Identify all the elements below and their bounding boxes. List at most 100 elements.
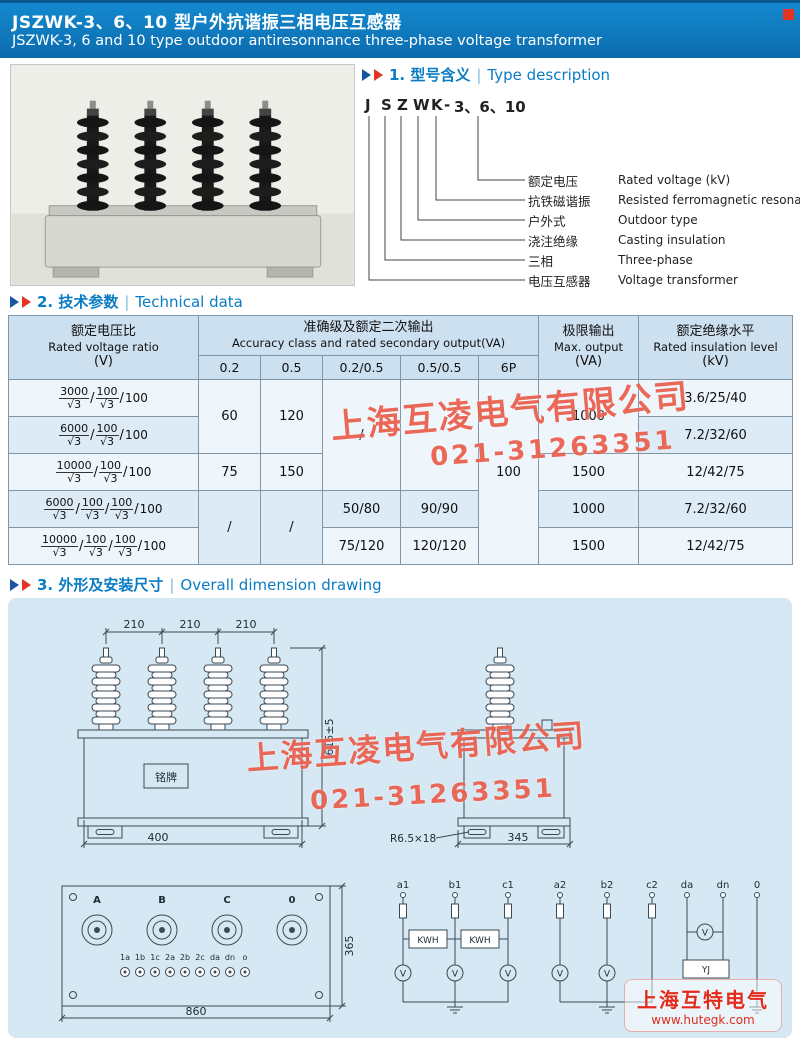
legend-en: Three-phase bbox=[618, 253, 693, 267]
voltmeter-label: V bbox=[557, 970, 564, 980]
type-description-section: 1. 型号含义 | Type description J S Z W K - 3… bbox=[362, 64, 800, 290]
product-photo bbox=[10, 64, 355, 286]
dim-400-label: 400 bbox=[148, 831, 169, 844]
model-letter: K bbox=[431, 96, 443, 114]
table-cell: 150 bbox=[260, 453, 323, 491]
table-cell: / bbox=[260, 490, 323, 565]
wiring-terminal-label: da bbox=[681, 880, 693, 891]
page-header: JSZWK-3、6、10 型户外抗谐振三相电压互感器 JSZWK-3, 6 an… bbox=[0, 0, 800, 58]
heading-separator: | bbox=[169, 575, 175, 594]
model-letter: 3、6、10 bbox=[454, 98, 526, 116]
terminal-label: 1c bbox=[150, 953, 160, 962]
dim-210-label: 210 bbox=[180, 618, 201, 631]
legend-cn: 抗铁磁谐振 bbox=[528, 193, 591, 209]
col-header-accuracy: 准确级及额定二次输出 Accuracy class and rated seco… bbox=[198, 315, 539, 356]
accuracy-subcol: 0.5 bbox=[260, 355, 323, 380]
kwh-meter-label: KWH bbox=[469, 936, 490, 946]
legend-cn: 户外式 bbox=[528, 213, 566, 229]
model-letter: Z bbox=[397, 96, 408, 114]
wiring-terminal-label: a2 bbox=[554, 880, 567, 891]
phase-label: B bbox=[158, 895, 166, 906]
table-cell: 75/120 bbox=[322, 527, 401, 565]
table-cell: 120/120 bbox=[400, 527, 479, 565]
legend-en: Outdoor type bbox=[618, 213, 698, 227]
table-cell: 7.2/32/60 bbox=[638, 490, 793, 528]
brand-name: 上海互特电气 bbox=[637, 988, 769, 1012]
legend-cn: 额定电压 bbox=[528, 173, 579, 189]
legend-en: Voltage transformer bbox=[618, 273, 738, 287]
section2-heading-cn: 2. 技术参数 bbox=[37, 293, 119, 311]
terminal-label: 2a bbox=[165, 953, 175, 962]
table-cell: 120 bbox=[260, 379, 323, 454]
table-cell: 12/42/75 bbox=[638, 527, 793, 565]
heading-arrow-blue-icon bbox=[10, 578, 19, 591]
wiring-terminal-label: dn bbox=[717, 880, 730, 891]
ratio-cell: 10000√3/100√3/100√3/100 bbox=[8, 527, 199, 565]
legend-row: 电压互感器 Voltage transformer bbox=[528, 270, 738, 290]
dim-210-label: 210 bbox=[236, 618, 257, 631]
heading-arrow-blue-icon bbox=[10, 295, 19, 308]
terminal-label: da bbox=[210, 953, 220, 962]
dim-860-label: 860 bbox=[186, 1005, 207, 1018]
table-cell: / bbox=[322, 379, 401, 491]
wiring-terminal-label: a1 bbox=[397, 880, 410, 891]
voltmeter-label: V bbox=[452, 970, 459, 980]
legend-row: 抗铁磁谐振 Resisted ferromagnetic resonance bbox=[528, 190, 800, 210]
terminal-label: o bbox=[243, 953, 248, 962]
table-cell: 1500 bbox=[538, 453, 639, 491]
accuracy-subcol: 0.2/0.5 bbox=[322, 355, 401, 380]
dim-210-label: 210 bbox=[124, 618, 145, 631]
front-view bbox=[77, 729, 309, 839]
table-cell: 3.6/25/40 bbox=[638, 379, 793, 417]
yj-relay-label: YJ bbox=[701, 966, 710, 976]
model-connector-lines bbox=[368, 116, 525, 281]
col-header-max-output: 极限输出 Max. output (VA) bbox=[538, 315, 639, 380]
table-cell: 7.2/32/60 bbox=[638, 416, 793, 454]
terminal-label: 1b bbox=[135, 953, 145, 962]
ratio-cell: 6000√3/100√3/100√3/100 bbox=[8, 490, 199, 528]
table-cell: / bbox=[198, 490, 261, 565]
table-cell: 50/80 bbox=[322, 490, 401, 528]
table-cell: 60 bbox=[198, 379, 261, 454]
section3-heading-en: Overall dimension drawing bbox=[180, 575, 382, 594]
heading-arrow-red-icon bbox=[374, 68, 383, 81]
slot-note-label: R6.5×18 bbox=[390, 833, 436, 845]
accuracy-subcol: 0.2 bbox=[198, 355, 261, 380]
dim-615-label: 615±5 bbox=[323, 718, 336, 755]
col-header-ratio: 额定电压比 Rated voltage ratio (V) bbox=[8, 315, 199, 380]
dim-height bbox=[290, 644, 326, 830]
section3-heading: 3. 外形及安装尺寸 | Overall dimension drawing bbox=[10, 574, 382, 595]
dim-bottom-width bbox=[58, 1006, 334, 1022]
table-cell: 12/42/75 bbox=[638, 453, 793, 491]
table-cell: 1500 bbox=[538, 527, 639, 565]
section1-heading-en: Type description bbox=[487, 65, 611, 84]
product-photo-illustration bbox=[11, 65, 354, 285]
model-letter: J bbox=[365, 96, 371, 114]
phase-label: 0 bbox=[289, 895, 296, 906]
table-cell: 100 bbox=[478, 379, 539, 565]
table-cell: 75 bbox=[198, 453, 261, 491]
ratio-cell: 10000√3/100√3/100 bbox=[8, 453, 199, 491]
heading-arrow-red-icon bbox=[22, 295, 31, 308]
brand-watermark: 上海互特电气 www.hutegk.com bbox=[624, 979, 782, 1032]
ratio-cell: 3000√3/100√3/100 bbox=[8, 379, 199, 417]
legend-cn: 电压互感器 bbox=[528, 273, 591, 289]
legend-cn: 浇注绝缘 bbox=[528, 233, 579, 249]
heading-separator: | bbox=[476, 65, 482, 84]
table-cell: 90/90 bbox=[400, 490, 479, 528]
voltmeter-label: V bbox=[604, 970, 611, 980]
legend-row: 额定电压 Rated voltage (kV) bbox=[528, 170, 730, 190]
terminal-label: 2b bbox=[180, 953, 190, 962]
side-view bbox=[457, 719, 571, 839]
dimension-drawing-panel: 铭牌 210 210 210 615±5 bbox=[8, 598, 792, 1038]
model-letter: W bbox=[413, 96, 430, 114]
legend-cn: 三相 bbox=[528, 253, 554, 269]
heading-arrow-blue-icon bbox=[362, 68, 371, 81]
dim-width bbox=[80, 820, 306, 848]
voltmeter-label: V bbox=[400, 970, 407, 980]
wiring-terminal-label: c1 bbox=[502, 880, 514, 891]
heading-separator: | bbox=[124, 292, 130, 311]
section2-heading: 2. 技术参数 | Technical data bbox=[10, 291, 243, 312]
section3-heading-cn: 3. 外形及安装尺寸 bbox=[37, 576, 164, 594]
